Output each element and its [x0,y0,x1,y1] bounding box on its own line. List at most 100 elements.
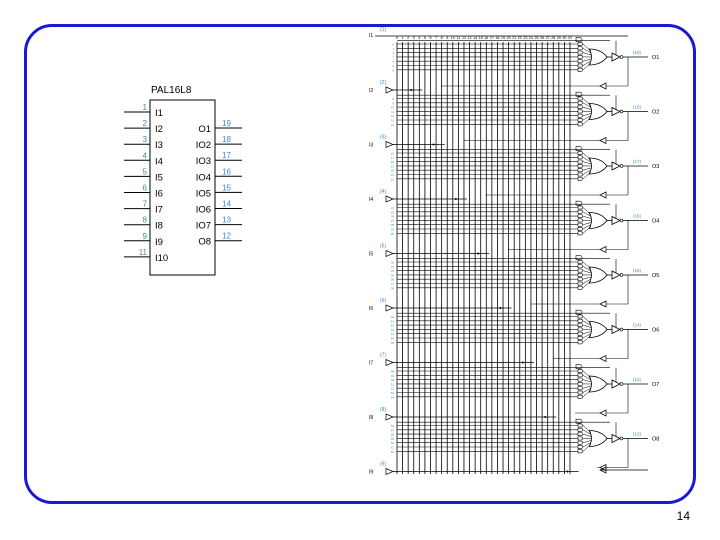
input-buffer [385,86,394,94]
column-number: 28 [551,36,555,40]
and-gate [577,331,583,336]
output-label: O2 [652,110,659,116]
inversion-bubble [619,327,624,332]
input-buffer [385,467,394,476]
column-number: 19 [501,36,505,40]
output-label: O3 [652,164,659,170]
output-label: O7 [652,382,659,388]
product-term-number: 61 [391,446,395,450]
column-number: 5 [424,36,426,40]
input-label: I5 [369,252,373,258]
inversion-bubble [619,109,624,114]
chip-right-pin-number: 13 [222,216,231,225]
and-gate [577,327,583,332]
or-gate [588,48,608,66]
and-gate [577,449,583,454]
and-gate [577,264,583,269]
product-term-number: 26 [391,215,395,219]
product-term-number: 51 [391,382,395,386]
column-number: 8 [441,36,443,40]
feedback-buffer [599,409,607,417]
or-input-wire [582,440,592,443]
and-gate [577,427,583,432]
column-number: 10 [451,36,455,40]
product-term-number: 21 [391,173,395,177]
chip-right-pin-label: IO2 [196,140,211,151]
or-gate [588,157,608,175]
chip-right-pin-number: 19 [222,119,231,128]
input-pin-number: (5) [380,244,386,250]
chip-right-pin-label: IO6 [196,205,211,216]
and-gate [577,118,583,122]
product-term-number: 59 [391,437,395,441]
or-input-wire [582,43,592,52]
and-gate [577,55,583,59]
product-term-number: 48 [391,370,395,374]
chip-right-pin-number: 17 [222,151,231,160]
chip-right-pin-number: 18 [222,135,231,144]
column-number: 24 [529,36,533,40]
column-number: 1 [402,36,404,40]
and-gate [577,105,583,109]
column-number: 30 [562,36,566,40]
output-pin-number: (12) [633,432,642,437]
product-term-number: 34 [391,269,395,273]
junction-dot [454,198,457,200]
or-input-wire [582,389,592,397]
product-term-number: 54 [391,395,395,399]
or-input-wire [582,224,592,230]
and-gate [577,96,583,101]
column-number: 7 [435,36,437,40]
and-gate [577,113,583,118]
and-gate [577,209,583,214]
and-gate [577,445,583,449]
junction-dot [499,307,502,309]
and-gate [577,222,583,227]
or-input-wire [582,48,592,54]
and-gate [577,122,583,127]
input-buffer [385,195,394,203]
chip-right-pin-label: IO7 [196,221,211,232]
product-term-number: 10 [391,106,395,110]
and-gate [577,227,583,231]
and-gate [577,214,583,218]
input-pin-number: (7) [380,353,386,359]
chip-left-pin-number: 7 [143,200,148,209]
feedback-buffer [599,136,607,145]
output-label: O1 [652,55,659,61]
chip-right-pin-label: O8 [198,237,211,248]
input-pin-number: (1) [380,27,386,33]
chip-left-pin-label: I3 [155,140,163,151]
or-input-wire [582,385,592,389]
input-label: I3 [369,143,373,149]
or-input-wire [582,102,592,108]
column-number: 16 [484,36,488,40]
and-gate [577,109,583,114]
and-gate [577,100,583,105]
enable-and-gate [575,146,583,151]
and-gate [577,155,583,160]
product-term-number: 53 [391,391,395,395]
product-term-number: 13 [391,119,395,123]
product-term-number: 25 [391,210,395,214]
i10-buffer [599,466,607,474]
output-pin-number: (16) [633,214,642,219]
or-gate [588,375,608,393]
column-number: 27 [546,36,550,40]
product-term-number: 44 [391,332,395,336]
chip-left-pin-label: I7 [155,205,163,216]
chip-left-pin-number: 1 [143,103,148,112]
product-term-number: 8 [392,97,394,101]
product-term-number: 60 [391,441,395,445]
output-label: O8 [652,437,659,443]
column-number: 11 [457,36,461,40]
chip-left-pin-number: 6 [143,184,148,193]
or-input-wire [582,444,592,452]
product-term-number: 28 [391,223,395,227]
chip-name: PAL16L8 [151,85,192,96]
or-input-wire [582,211,592,217]
column-number: 23 [523,36,527,40]
and-gate [577,42,583,46]
or-input-wire [582,169,592,175]
product-term-number: 11 [391,110,394,114]
